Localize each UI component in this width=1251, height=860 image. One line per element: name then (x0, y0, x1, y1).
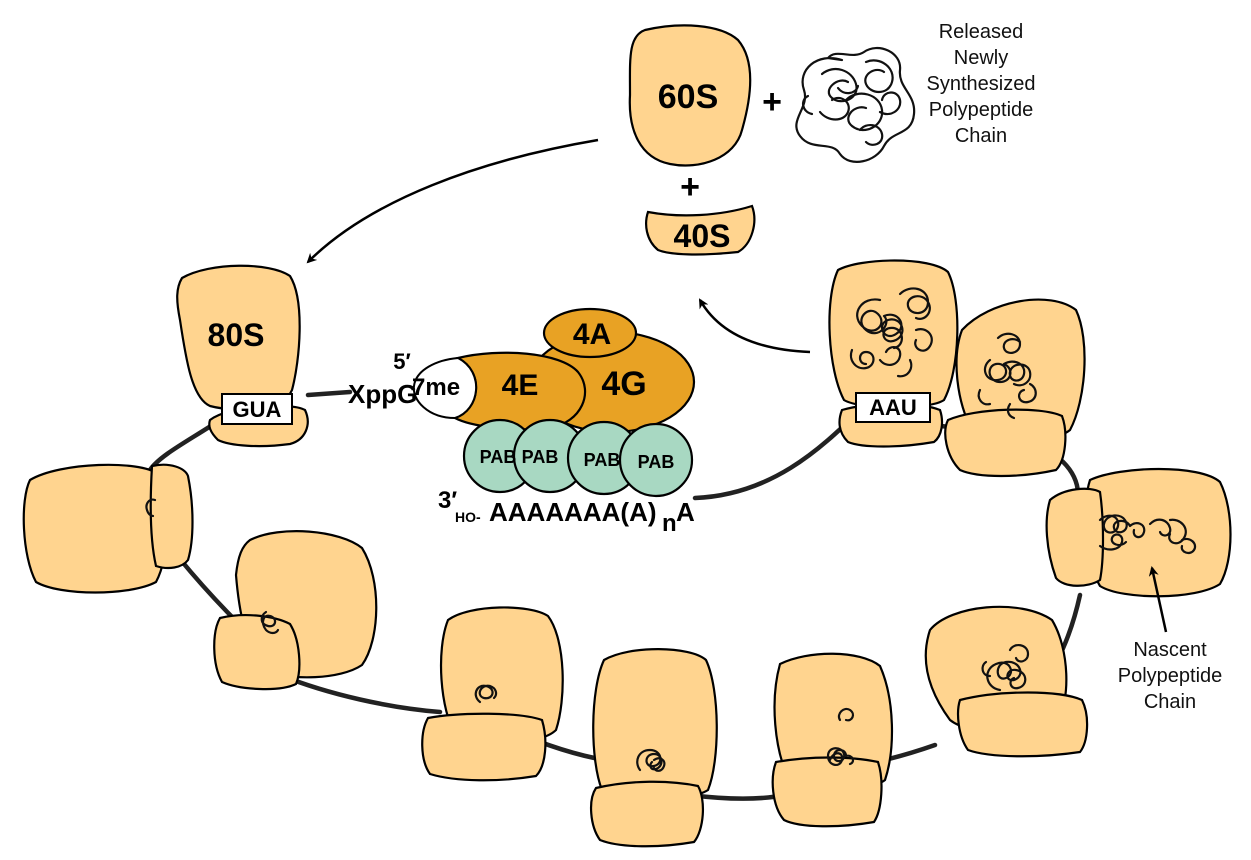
cap-pocket (412, 356, 477, 420)
subunit-60s: 60S (628, 24, 752, 167)
stop-codon-box (855, 392, 931, 423)
released-chain-label-line-2: Newly (954, 47, 1008, 69)
nascent-chain-pointer-arrow (1148, 566, 1168, 633)
eif4e-label: 4E (502, 369, 539, 402)
poly-a-tail: 3′ HO- AAAAAAA(A) n A (438, 487, 695, 537)
subunit-40s-label: 40S (674, 218, 731, 254)
nascent-chain-label-line-1: Nascent (1133, 639, 1207, 661)
nascent-chain-label-line-2: Polypeptide (1118, 665, 1223, 687)
recycle-arrow-to-80s (306, 138, 599, 264)
five-prime-label: 5′ (393, 349, 411, 374)
termination-arrow-to-subunits (698, 298, 811, 354)
start-codon: GUA (233, 397, 282, 422)
subunit-60s-label: 60S (658, 78, 719, 116)
eif4g-label: 4G (601, 365, 646, 403)
ribosome-translating-7 (1045, 467, 1232, 598)
ho-prefix: HO- (455, 509, 481, 525)
pab-protein-4 (618, 422, 694, 498)
ribosome-translating-6 (924, 605, 1089, 758)
released-polypeptide-chain-icon (795, 46, 916, 163)
pab-label-2: PAB (522, 447, 559, 467)
ribosome-80s-label: 80S (208, 317, 265, 353)
poly-a-end: A (676, 497, 695, 527)
cap-methyl-label: 7me (412, 374, 460, 401)
released-chain-label-line-5: Chain (955, 125, 1007, 147)
nascent-chain-label-line-3: Chain (1144, 691, 1196, 713)
start-codon-box (221, 393, 293, 425)
ribosome-translating-5 (771, 652, 894, 828)
cap-sequence: XppG (348, 379, 417, 409)
plus-sign-chain: + (762, 83, 782, 121)
ribosome-translating-8 (944, 298, 1086, 478)
released-chain-label-line-3: Synthesized (927, 73, 1036, 95)
ribosome-translating-1 (22, 463, 194, 594)
ribosome-terminating: AAU (828, 259, 959, 448)
eif4a-label: 4A (573, 318, 611, 351)
ribosome-80s: 80S GUA (176, 264, 309, 448)
plus-sign-subunits: + (680, 168, 700, 206)
eif4a-factor (542, 307, 638, 359)
three-prime-label: 3′ (438, 487, 457, 514)
stop-codon: AAU (869, 395, 917, 420)
released-chain-label-line-1: Released (939, 21, 1024, 43)
ribosome-translating-2 (213, 530, 378, 691)
pab-label-3: PAB (584, 450, 621, 470)
pab-label-1: PAB (480, 447, 517, 467)
released-chain-label: Released Newly Synthesized Polypeptide C… (927, 21, 1036, 147)
eif4-complex: 4A 4E 4G (412, 307, 696, 434)
ribosome-translating-3 (421, 606, 564, 782)
pab-label-4: PAB (638, 452, 675, 472)
released-chain-label-line-4: Polypeptide (929, 99, 1034, 121)
poly-a-n: n (662, 510, 677, 537)
pab-protein-row: PAB PAB PAB PAB (462, 418, 694, 498)
nascent-chain-label: Nascent Polypeptide Chain (1118, 639, 1223, 713)
ribosome-translating-4 (590, 648, 718, 848)
subunit-40s: 40S (645, 204, 756, 256)
poly-a-sequence: AAAAAAA(A) (489, 497, 657, 527)
